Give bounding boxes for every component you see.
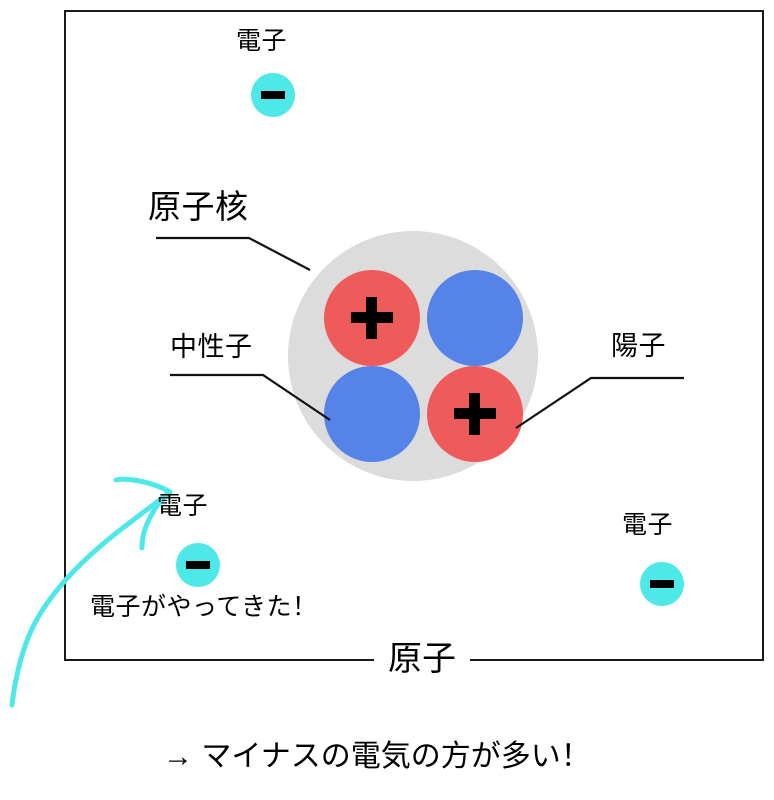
conclusion-caption: → マイナスの電気の方が多い！: [163, 740, 591, 773]
label-electron-bottom-left: 電子: [157, 492, 209, 520]
minus-sign-icon: [261, 91, 285, 99]
electron-top: [251, 73, 295, 117]
minus-sign-icon: [186, 561, 210, 569]
neutron-top-right: [427, 270, 523, 366]
electron-bottom-left: [176, 543, 220, 587]
plus-sign-icon: [454, 393, 496, 435]
plus-sign-icon: [351, 297, 393, 339]
proton-top-left: [324, 270, 420, 366]
label-atom-title: 原子: [374, 640, 470, 678]
minus-sign-icon: [650, 580, 674, 588]
label-electron-top: 電子: [236, 27, 288, 55]
proton-bottom-right: [427, 366, 523, 462]
label-neutron: 中性子: [170, 332, 253, 362]
label-nucleus: 原子核: [148, 188, 249, 225]
label-proton: 陽子: [611, 331, 666, 361]
label-electron-bottom-right: 電子: [622, 511, 674, 539]
electron-bottom-right: [640, 562, 684, 606]
label-electron-arrived: 電子がやってきた！: [90, 593, 318, 621]
neutron-bottom-left: [324, 366, 420, 462]
